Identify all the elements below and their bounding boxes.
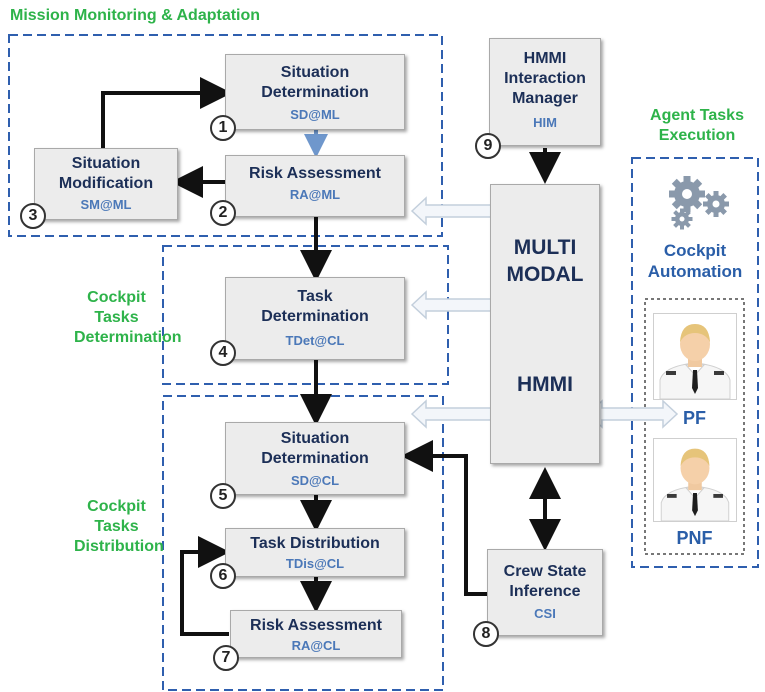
risk-assessment-cl-box: Risk Assessment RA@CL xyxy=(230,610,402,658)
step-number-8: 8 xyxy=(473,621,499,647)
step-number-9: 9 xyxy=(475,133,501,159)
cockpit-automation-label: Cockpit Automation xyxy=(647,241,743,281)
agent-tasks-execution-group xyxy=(631,157,759,568)
arrow-sm-to-sd-ml xyxy=(101,77,232,148)
mission-monitoring-label: Mission Monitoring & Adaptation xyxy=(10,7,261,24)
gears-icon xyxy=(669,176,729,230)
step-number-3: 3 xyxy=(20,203,46,229)
step-number-7: 7 xyxy=(213,645,239,671)
cockpit-tasks-determination-group xyxy=(162,245,449,385)
risk-assessment-ml-box: Risk Assessment RA@ML xyxy=(225,155,405,217)
arrow-ra-cl-to-tdis xyxy=(180,536,230,636)
bidir-arrow-hmmi-pilots xyxy=(586,399,679,429)
step-number-1: 1 xyxy=(210,115,236,141)
pnf-pilot-avatar xyxy=(653,438,737,522)
pilot-avatar-icon xyxy=(659,324,731,400)
step-number-6: 6 xyxy=(210,563,236,589)
step-number-5: 5 xyxy=(210,483,236,509)
cockpit-tasks-determination-label: Cockpit Tasks Determination xyxy=(74,289,182,346)
pilot-avatar-icon xyxy=(660,448,730,522)
multimodal-hmmi-box: MULTI MODAL HMMI xyxy=(490,184,600,464)
pf-label: PF xyxy=(682,408,706,428)
task-distribution-cl-box: Task Distribution TDis@CL xyxy=(225,528,405,577)
cockpit-tasks-distribution-label: Cockpit Tasks Distribution xyxy=(74,498,164,555)
mission-monitoring-group xyxy=(8,34,443,237)
pf-pilot-avatar xyxy=(653,313,737,400)
pilots-group xyxy=(644,298,745,555)
step-number-4: 4 xyxy=(210,340,236,366)
agent-tasks-execution-label: Agent Tasks Execution xyxy=(650,107,744,144)
arrow-csi-to-sd-cl xyxy=(401,440,487,596)
step-number-2: 2 xyxy=(210,200,236,226)
pnf-label: PNF xyxy=(676,528,713,548)
